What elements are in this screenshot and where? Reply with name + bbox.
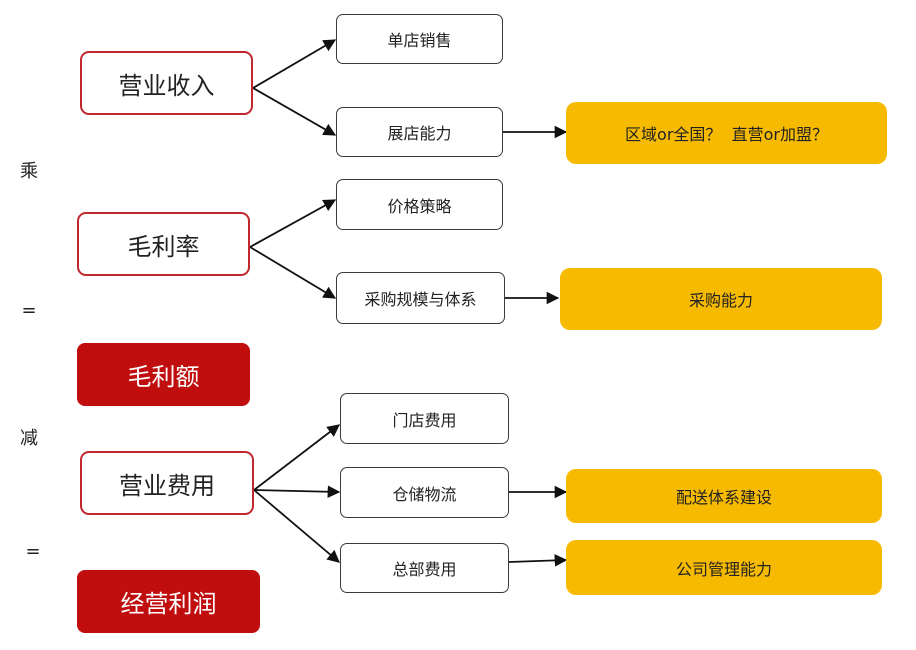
region-format-box: 区域or全国？ 直营or加盟？: [566, 102, 887, 164]
pricing-strategy-box: 价格策略: [336, 179, 503, 230]
warehouse-logistics-box: 仓储物流: [340, 467, 509, 518]
arrow-revenue-to-single-store: [252, 39, 337, 89]
operator-equals: =: [21, 300, 37, 321]
store-cost-box: 门店费用: [340, 393, 509, 444]
management-capability-box: 公司管理能力: [566, 540, 882, 595]
procurement-scale-box: 采购规模与体系: [336, 272, 505, 324]
gross-margin-box: 毛利率: [77, 212, 250, 276]
operating-expense-box: 营业费用: [80, 451, 254, 515]
operator-subtract: 减: [20, 428, 38, 449]
operator-equals: =: [25, 541, 41, 562]
arrow-opex-to-warehouse: [253, 485, 341, 499]
operator-multiply: 乘: [20, 161, 38, 182]
operating-profit-box: 经营利润: [77, 570, 260, 633]
arrow-margin-to-pricing: [249, 199, 337, 248]
hq-cost-box: 总部费用: [340, 543, 509, 593]
arrow-opex-to-store-cost: [253, 424, 341, 491]
distribution-system-box: 配送体系建设: [566, 469, 882, 523]
store-expansion-box: 展店能力: [336, 107, 503, 157]
revenue-box: 营业收入: [80, 51, 253, 115]
arrow-margin-to-procurement: [249, 246, 337, 299]
arrow-opex-to-hq: [253, 489, 340, 563]
gross-profit-box: 毛利额: [77, 343, 250, 406]
arrow-hq-to-management: [508, 554, 568, 567]
single-store-sales-box: 单店销售: [336, 14, 503, 64]
procurement-capability-box: 采购能力: [560, 268, 882, 330]
arrow-revenue-to-expansion: [252, 87, 337, 136]
